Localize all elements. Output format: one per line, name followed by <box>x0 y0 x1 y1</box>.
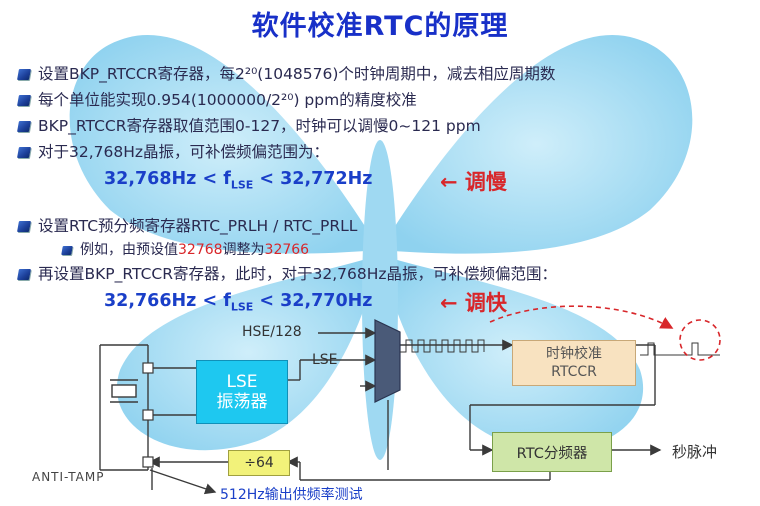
calib-line2: RTCCR <box>551 364 597 380</box>
formula-slow: 32,768Hz < fLSE < 32,772Hz <box>104 169 373 192</box>
lse-box-line2: 振荡器 <box>216 392 268 412</box>
bullet-4-text: 对于32,768Hz晶振，可补偿频偏范围为： <box>38 143 330 161</box>
second-pulse-label: 秒脉冲 <box>672 443 718 461</box>
bullet-2: 每个单位能实现0.954(1000000/2²⁰) ppm的精度校准 <box>17 88 417 110</box>
formula-fast-left: 32,766Hz < f <box>104 291 231 311</box>
bullet-3: BKP_RTCCR寄存器取值范围0-127，时钟可以调慢0~121 ppm <box>17 114 481 136</box>
bullet-5-text: 设置RTC预分频寄存器RTC_PRLH / RTC_PRLL <box>38 217 358 235</box>
pulse-train-out <box>640 342 720 356</box>
bullet-6-value1: 32768 <box>178 242 223 258</box>
clock-mux <box>374 319 401 403</box>
lse-box-line1: LSE <box>226 371 258 392</box>
formula-slow-right: < 32,772Hz <box>253 169 373 189</box>
bullet-7-text: 再设置BKP_RTCCR寄存器，此时，对于32,768Hz晶振，可补偿频偏范围： <box>38 265 558 283</box>
bullet-1: 设置BKP_RTCCR寄存器，每2²⁰(1048576)个时钟周期中，减去相应周… <box>17 62 556 84</box>
bullet-4: 对于32,768Hz晶振，可补偿频偏范围为： <box>17 140 330 162</box>
formula-fast: 32,766Hz < fLSE < 32,770Hz <box>104 291 373 314</box>
pad-1 <box>142 362 154 374</box>
arrow-fast: ← 调快 <box>440 291 507 315</box>
rtc-prescaler-box: RTC分频器 <box>492 432 612 472</box>
arrow-slow: ← 调慢 <box>440 170 507 194</box>
bullet-1-text: 设置BKP_RTCCR寄存器，每2²⁰(1048576)个时钟周期中，减去相应周… <box>38 65 556 83</box>
div64-box: ÷64 <box>228 450 290 476</box>
pad-3 <box>142 456 154 468</box>
anti-tamp-label: ANTI-TAMP <box>32 470 105 484</box>
formula-fast-sub: LSE <box>230 300 254 314</box>
crystal-icon <box>110 379 138 403</box>
bullet-3-text: BKP_RTCCR寄存器取值范围0-127，时钟可以调慢0~121 ppm <box>38 117 481 135</box>
bullet-6-mid: 调整为 <box>222 242 265 258</box>
pad-2 <box>142 409 154 421</box>
freq-output-label: 512Hz输出供频率测试 <box>220 487 363 503</box>
bullet-5: 设置RTC预分频寄存器RTC_PRLH / RTC_PRLL <box>17 214 358 236</box>
page-title: 软件校准RTC的原理 <box>251 11 509 42</box>
lse-oscillator-box: LSE 振荡器 <box>196 360 288 424</box>
rtc-calibration-box: 时钟校准 RTCCR <box>512 340 636 386</box>
bullet-6: 例如，由预设值32768调整为32766 <box>61 239 310 259</box>
removed-pulse-circle <box>679 319 721 361</box>
calib-line1: 时钟校准 <box>546 345 602 362</box>
lse-input-label: LSE <box>312 352 338 368</box>
bullet-7: 再设置BKP_RTCCR寄存器，此时，对于32,768Hz晶振，可补偿频偏范围： <box>17 262 558 284</box>
hse-label: HSE/128 <box>242 324 302 340</box>
formula-fast-right: < 32,770Hz <box>253 291 373 311</box>
bullet-6-value2: 32766 <box>264 242 310 258</box>
pulse-train <box>400 339 485 353</box>
formula-slow-left: 32,768Hz < f <box>104 169 231 189</box>
bullet-6-pre: 例如，由预设值 <box>80 242 178 258</box>
removed-pulse-arc <box>489 305 674 329</box>
bullet-2-text: 每个单位能实现0.954(1000000/2²⁰) ppm的精度校准 <box>38 91 417 109</box>
formula-slow-sub: LSE <box>230 178 254 192</box>
